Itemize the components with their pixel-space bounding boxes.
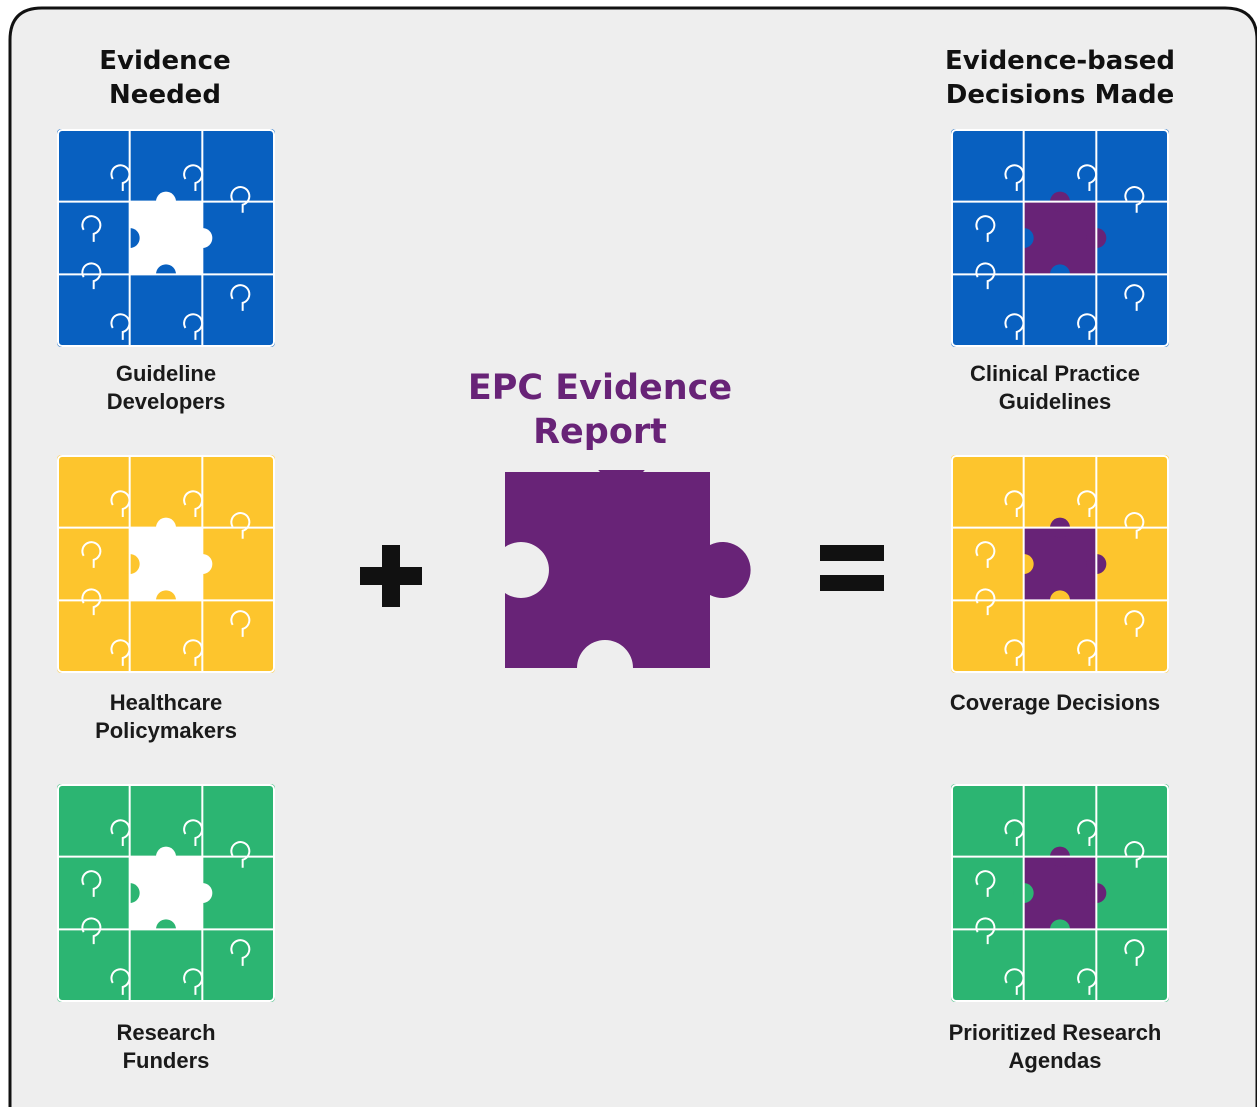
clinical-practice-guidelines-puzzle-icon xyxy=(951,129,1169,347)
epc-report-puzzle-piece-icon xyxy=(505,470,751,668)
heading-evidence-needed: Evidence Needed xyxy=(99,46,231,110)
prioritized-research-agendas-puzzle-icon xyxy=(951,784,1169,1002)
caption-research-funders: Research Funders xyxy=(116,1020,216,1073)
heading-decisions-made: Evidence-based Decisions Made xyxy=(944,46,1176,110)
coverage-decisions-puzzle-icon xyxy=(951,455,1169,673)
caption-clinical-practice-guidelines: Clinical Practice Guidelines xyxy=(970,361,1140,414)
healthcare-policymakers-puzzle-icon xyxy=(57,455,275,673)
plus-icon xyxy=(360,545,422,607)
research-funders-puzzle-icon xyxy=(57,784,275,1002)
caption-prioritized-research-agendas: Prioritized Research Agendas xyxy=(948,1020,1162,1073)
guideline-developers-puzzle-icon xyxy=(57,129,275,347)
caption-coverage-decisions: Coverage Decisions xyxy=(949,690,1161,715)
epc-evidence-report-title: EPC Evidence Report xyxy=(467,368,733,452)
caption-healthcare-policymakers: Healthcare Policymakers xyxy=(95,690,237,743)
equals-icon xyxy=(820,545,884,591)
caption-guideline-developers: Guideline Developers xyxy=(106,361,226,414)
